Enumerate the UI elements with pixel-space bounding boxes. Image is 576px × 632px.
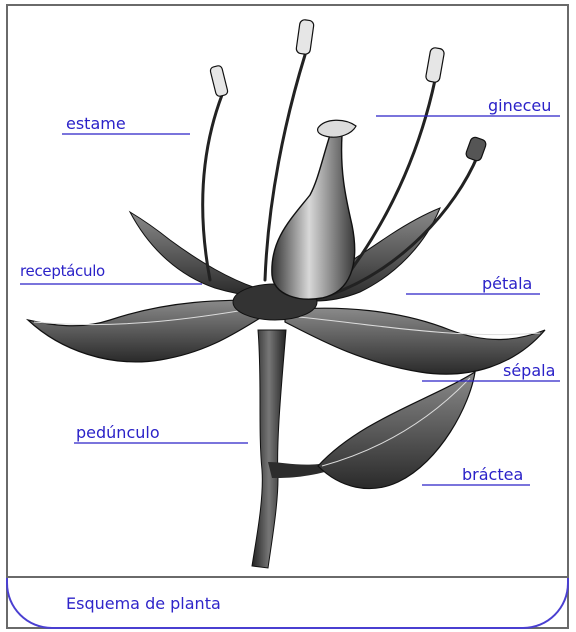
- label-bractea: bráctea: [462, 465, 523, 484]
- label-estame: estame: [66, 114, 126, 133]
- figure-caption: Esquema de planta: [66, 594, 221, 613]
- label-receptaculo: receptáculo: [20, 262, 105, 280]
- label-gineceu: gineceu: [488, 96, 551, 115]
- label-pedunculo: pedúnculo: [76, 423, 160, 442]
- label-sepala: sépala: [503, 361, 555, 380]
- label-petala: pétala: [482, 274, 532, 293]
